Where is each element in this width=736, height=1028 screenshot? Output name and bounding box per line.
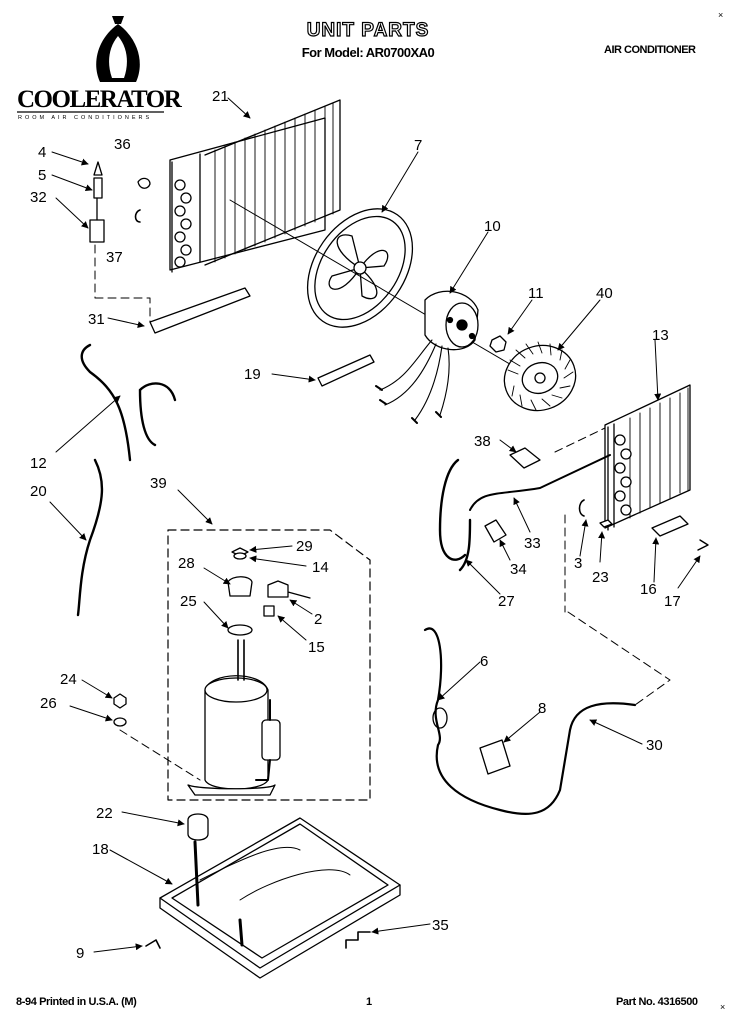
terminal-cover-28 xyxy=(227,576,253,597)
print-info: 8-94 Printed in U.S.A. (M) xyxy=(16,996,137,1008)
capillary-6 xyxy=(423,627,637,816)
condenser-coil xyxy=(169,99,341,273)
callout-16: 16 xyxy=(640,581,657,598)
brand-tagline: ROOM AIR CONDITIONERS xyxy=(18,115,153,121)
callout-30: 30 xyxy=(646,737,663,754)
callout-22: 22 xyxy=(96,805,113,822)
clip-37 xyxy=(134,209,141,223)
callout-8: 8 xyxy=(538,700,546,717)
callout-4: 4 xyxy=(38,144,46,161)
page-title: UNIT PARTS xyxy=(306,19,430,41)
callout-38: 38 xyxy=(474,433,491,450)
clip-3 xyxy=(578,499,585,517)
fan-motor xyxy=(375,290,479,424)
model-line: For Model: AR0700XA0 xyxy=(301,45,435,60)
part-number: Part No. 4316500 xyxy=(616,996,698,1008)
bracket-16 xyxy=(651,515,689,537)
screw-9 xyxy=(145,939,161,949)
screw-17 xyxy=(697,539,709,551)
callout-28: 28 xyxy=(178,555,195,572)
callout-13: 13 xyxy=(652,327,669,344)
callout-17: 17 xyxy=(664,593,681,610)
condenser-fan-blade xyxy=(306,208,414,328)
callout-39: 39 xyxy=(150,475,167,492)
callout-24: 24 xyxy=(60,671,77,688)
clip-36 xyxy=(137,177,151,189)
callout-10: 10 xyxy=(484,218,501,235)
bracket-19 xyxy=(317,354,375,387)
callout-3: 3 xyxy=(574,555,582,572)
blower-nut xyxy=(489,335,507,353)
compressor-group-outline xyxy=(167,529,371,801)
callout-23: 23 xyxy=(592,569,609,586)
pad-8 xyxy=(479,739,511,775)
pad-34 xyxy=(484,519,507,543)
washer-14 xyxy=(233,552,247,560)
callout-29: 29 xyxy=(296,538,313,555)
callout-18: 18 xyxy=(92,841,109,858)
page-number: 1 xyxy=(366,996,372,1008)
tube-33 xyxy=(469,454,611,511)
overload-2 xyxy=(267,580,311,599)
harness-20 xyxy=(76,458,104,617)
clip-35 xyxy=(345,931,371,949)
callout-32: 32 xyxy=(30,189,47,206)
callout-26: 26 xyxy=(40,695,57,712)
corner-mark-bottom: × xyxy=(720,1002,726,1012)
callout-21: 21 xyxy=(212,88,229,105)
brand-logo-graphic xyxy=(17,16,164,113)
callout-15: 15 xyxy=(308,639,325,656)
callout-11: 11 xyxy=(528,285,544,302)
corner-mark: × xyxy=(718,10,724,20)
callout-2: 2 xyxy=(314,611,322,628)
callout-6: 6 xyxy=(480,653,488,670)
penguin-logo-icon xyxy=(96,16,140,82)
compressor xyxy=(187,639,281,796)
callout-34: 34 xyxy=(510,561,527,578)
base-pan xyxy=(159,817,401,979)
callout-27: 27 xyxy=(498,593,515,610)
charging-valve-assembly xyxy=(89,161,105,243)
callout-19: 19 xyxy=(244,366,261,383)
retainer-25 xyxy=(227,624,253,636)
product-category: AIR CONDITIONER xyxy=(604,44,696,56)
callout-7: 7 xyxy=(414,137,422,154)
callout-20: 20 xyxy=(30,483,47,500)
callout-12: 12 xyxy=(30,455,47,472)
grommet-15 xyxy=(263,605,275,617)
tube-12 xyxy=(80,343,177,462)
brand-name: COOLERATOR xyxy=(17,86,182,113)
callout-35: 35 xyxy=(432,917,449,934)
pad-38 xyxy=(509,447,541,469)
callout-5: 5 xyxy=(38,167,46,184)
heater-strip xyxy=(149,287,251,334)
capillary-loop xyxy=(432,707,448,729)
nut-24 xyxy=(113,693,127,709)
callout-9: 9 xyxy=(76,945,84,962)
blower-wheel xyxy=(503,341,577,412)
clip-23 xyxy=(599,519,613,528)
tube-27 xyxy=(438,458,472,572)
callout-14: 14 xyxy=(312,559,329,576)
grommet-22 xyxy=(187,813,209,841)
washer-26 xyxy=(113,717,127,727)
callout-40: 40 xyxy=(596,285,613,302)
callout-36: 36 xyxy=(114,136,131,153)
callout-37: 37 xyxy=(106,249,123,266)
callout-33: 33 xyxy=(524,535,541,552)
callout-25: 25 xyxy=(180,593,197,610)
evaporator-coil xyxy=(604,384,691,531)
callout-31: 31 xyxy=(88,311,105,328)
